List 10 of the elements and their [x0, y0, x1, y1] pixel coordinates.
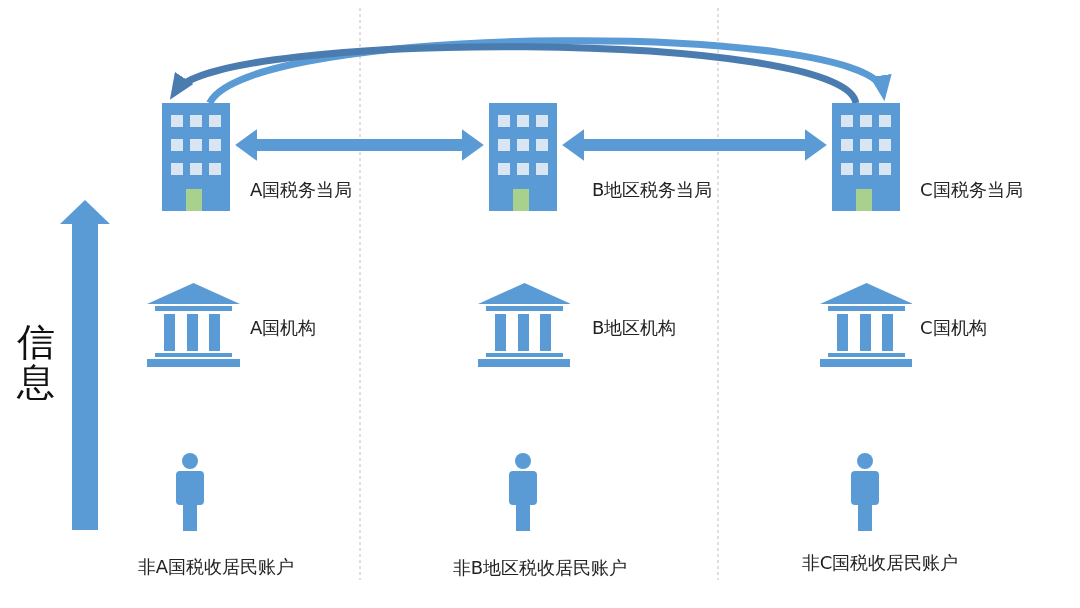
node-caption: 非C国税收居民账户 [801, 552, 959, 574]
node-caption: C国机构 [920, 317, 987, 339]
node-caption: A国机构 [250, 317, 317, 339]
node-caption: 非A国税收居民账户 [137, 556, 295, 578]
node-caption: 非B地区税收居民账户 [452, 557, 628, 579]
axis-label: 信息 [17, 322, 55, 402]
node-caption: C国税务当局 [920, 179, 1023, 201]
node-caption: B地区税务当局 [592, 179, 713, 201]
node-caption: B地区机构 [592, 317, 677, 339]
node-caption: A国税务当局 [250, 179, 353, 201]
